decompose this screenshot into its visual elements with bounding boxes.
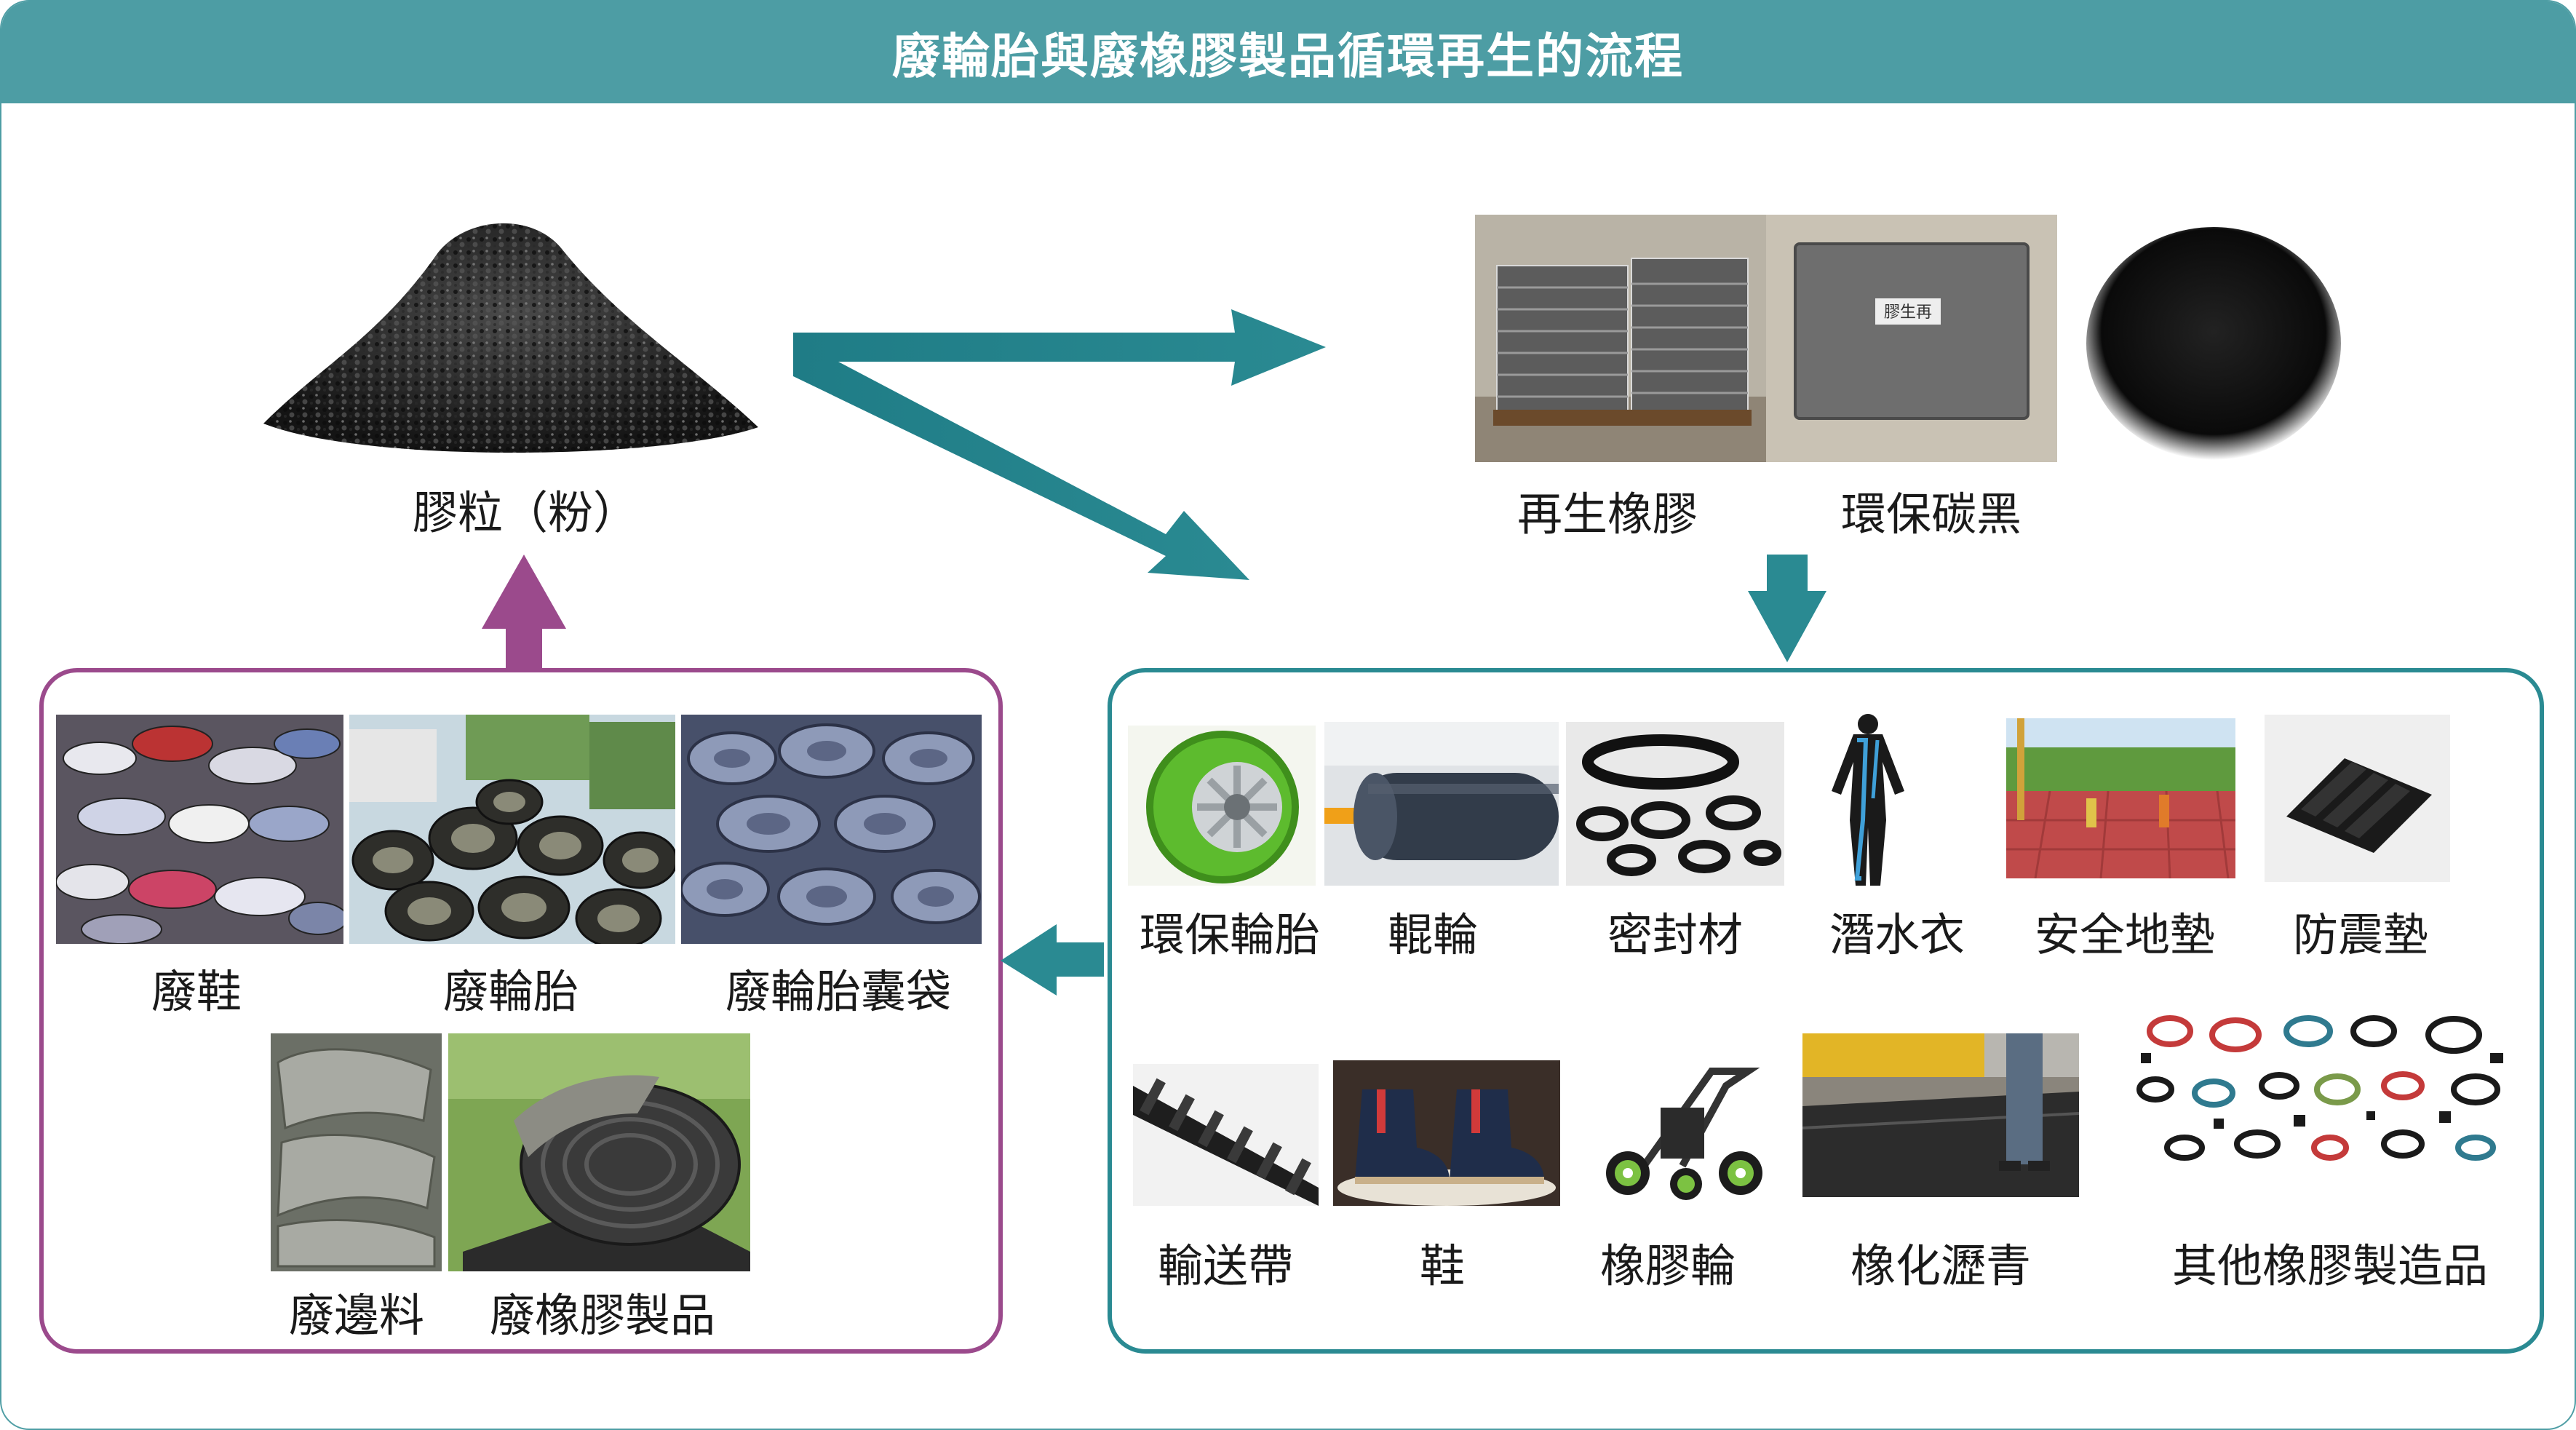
other-rubber-products-image	[2126, 1002, 2527, 1177]
waste-tire-bladders-image	[681, 715, 982, 944]
conveyor-belt-label: 輸送帶	[1157, 1239, 1294, 1292]
waste-scraps-label: 廢邊料	[288, 1289, 425, 1342]
recycled-rubber-block-text: 膠生再	[1884, 303, 1932, 322]
anti-vibration-pad-image	[2265, 715, 2450, 882]
wetsuit-image	[1813, 711, 1923, 889]
roller-image	[1324, 722, 1559, 886]
waste-rubber-products-image	[448, 1033, 750, 1271]
carbon-black-image	[2075, 220, 2352, 467]
anti-vibration-pad-label: 防震墊	[2292, 908, 2429, 961]
eco-tire-label: 環保輪胎	[1139, 908, 1321, 961]
boots-label: 鞋	[1419, 1239, 1466, 1292]
arrow-granules-to-products	[793, 362, 1249, 580]
waste-tires-label: 廢輪胎	[442, 965, 579, 1018]
arrow-granules-to-recycled	[793, 309, 1326, 386]
arrow-waste-to-granules	[482, 555, 566, 668]
carbon-black-label: 環保碳黑	[1840, 488, 2022, 541]
recycled-rubber-label: 再生橡膠	[1516, 488, 1698, 541]
eco-tire-image	[1128, 726, 1316, 886]
arrow-products-to-waste	[1001, 924, 1104, 996]
waste-scraps-image	[271, 1033, 442, 1271]
waste-shoes-image	[56, 715, 343, 944]
recycled-rubber-stack-image	[1475, 215, 1766, 462]
rubber-wheel-image	[1595, 1042, 1777, 1206]
boots-image	[1333, 1060, 1560, 1206]
rubberized-asphalt-label: 橡化瀝青	[1850, 1239, 2032, 1292]
safety-mat-label: 安全地墊	[2034, 908, 2216, 961]
arrow-recycled-to-products	[1748, 555, 1826, 662]
roller-label: 輥輪	[1387, 908, 1479, 961]
wetsuit-label: 潛水衣	[1829, 908, 1965, 961]
safety-mat-image	[2006, 718, 2235, 878]
rubber-wheel-label: 橡膠輪	[1599, 1239, 1736, 1292]
seals-label: 密封材	[1607, 908, 1744, 961]
waste-rubber-products-label: 廢橡膠製品	[489, 1289, 716, 1342]
rubber-granules-image	[256, 183, 766, 474]
waste-tire-bladders-label: 廢輪胎囊袋	[725, 965, 952, 1018]
waste-shoes-label: 廢鞋	[151, 965, 242, 1018]
other-rubber-products-label: 其他橡膠製造品	[2171, 1239, 2489, 1292]
seals-image	[1566, 722, 1784, 886]
diagram-title: 廢輪胎與廢橡膠製品循環再生的流程	[1, 1, 2575, 103]
waste-tires-image	[349, 715, 675, 944]
rubber-granules-label: 膠粒（粉）	[412, 486, 639, 539]
recycled-rubber-block-image: 膠生再	[1766, 215, 2057, 462]
conveyor-belt-image	[1133, 1064, 1319, 1206]
rubberized-asphalt-image	[1802, 1033, 2079, 1197]
